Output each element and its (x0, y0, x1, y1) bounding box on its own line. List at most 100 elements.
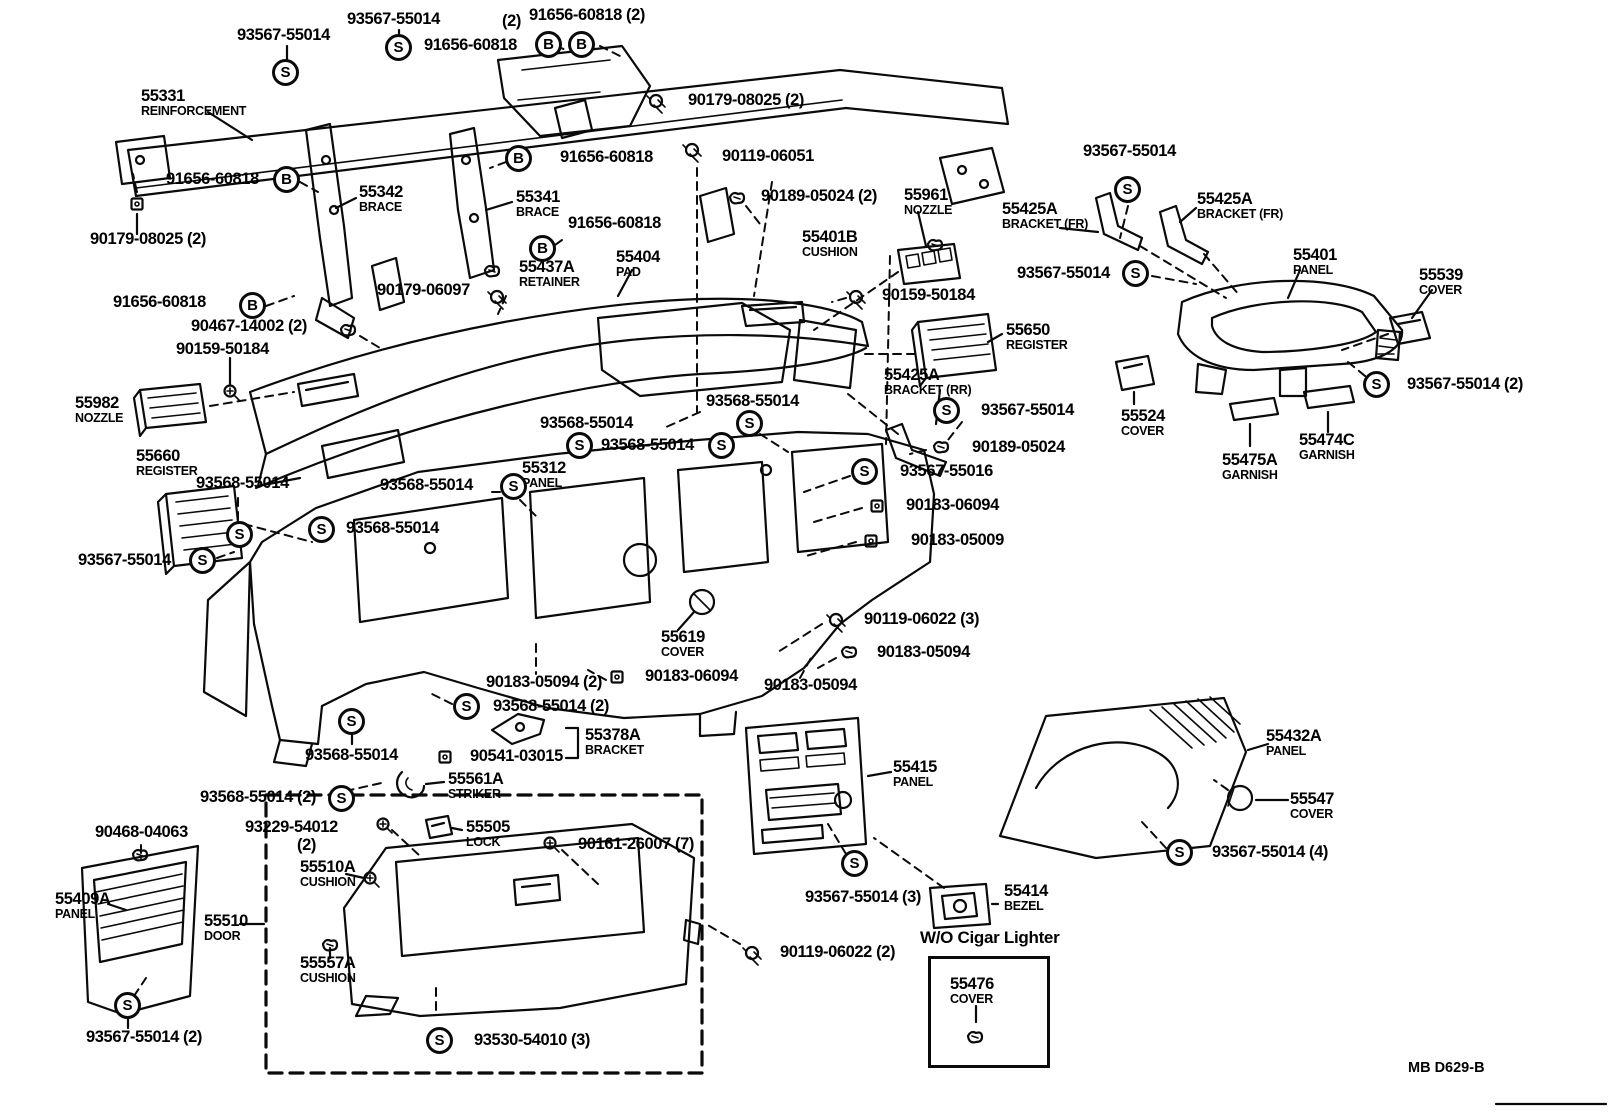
part-number: 90183-06094 (645, 667, 738, 685)
part-name: COVER (661, 644, 704, 659)
part-number-label: 93567-55014 (1083, 143, 1176, 160)
part-number: 90183-06094 (906, 496, 999, 514)
part-number-label: 93567-55014 (3) (805, 889, 921, 906)
part-name: CUSHION (300, 970, 356, 985)
part-number: 55341 (516, 188, 560, 206)
part-number-label: 90119-06022 (2) (780, 944, 896, 961)
callout-circle-S: S (272, 59, 299, 86)
part-number-label: 93568-55014 (346, 520, 439, 537)
part-number: 55539 (1419, 266, 1463, 284)
part-number: 90119-06022 (3) (864, 610, 980, 628)
part-number: 55961 (904, 186, 948, 204)
part-number-label: 93567-55014 (347, 11, 440, 28)
part-number: 91656-60818 (568, 214, 661, 232)
heater-panel-art (744, 716, 992, 930)
part-number: 55404 (616, 248, 660, 266)
part-number: 93567-55014 (237, 26, 330, 44)
part-number-label: 90159-50184 (176, 341, 269, 358)
callout-circle-S: S (933, 397, 960, 424)
part-number: 55474C (1299, 431, 1355, 449)
part-number-label: 93567-55014 (2) (1407, 376, 1523, 393)
part-number-label: 93568-55014 (706, 393, 799, 410)
part-number: 93567-55014 (78, 551, 171, 569)
part-number: 55432A (1266, 727, 1322, 745)
part-name: CUSHION (300, 874, 356, 889)
part-number: 93567-55014 (347, 10, 440, 28)
part-name: PAD (616, 264, 641, 279)
part-name: REGISTER (1006, 337, 1068, 352)
callout-circle-B: B (505, 145, 532, 172)
part-number: 91656-60818 (560, 148, 653, 166)
callout-circle-S: S (851, 458, 878, 485)
part-number-label: 91656-60818 (560, 149, 653, 166)
part-number: 90183-05094 (2) (486, 673, 603, 691)
part-number-label: 90183-06094 (906, 497, 999, 514)
part-name: CUSHION (802, 244, 858, 259)
part-number-label: (2) (502, 13, 521, 30)
part-number-label: 90119-06051 (722, 148, 814, 165)
part-name: LOCK (466, 834, 501, 849)
part-number: (2) (502, 12, 521, 30)
part-number: 93568-55014 (196, 474, 289, 492)
callout-circle-B: B (535, 31, 562, 58)
part-number: 91656-60818 (2) (529, 6, 646, 24)
part-number: 93567-55014 (4) (1212, 843, 1329, 861)
part-name: PANEL (55, 906, 95, 921)
part-number: 93568-55014 (346, 519, 439, 537)
part-number: 55425A (884, 366, 940, 384)
part-name: BRACE (359, 199, 402, 214)
part-number-label: 91656-60818 (568, 215, 661, 232)
part-number: 55437A (519, 258, 575, 276)
part-number: 91656-60818 (424, 36, 517, 54)
part-number-label: 93568-55014 (2) (200, 789, 316, 806)
part-number: 55510A (300, 858, 356, 876)
callout-circle-S: S (1114, 176, 1141, 203)
part-number-label: 90179-06097 (377, 282, 470, 299)
part-name: REGISTER (136, 463, 198, 478)
callout-circle-S: S (1122, 260, 1149, 287)
part-number: 55475A (1222, 451, 1278, 469)
part-name: STRIKER (448, 786, 501, 801)
part-name: COVER (1121, 423, 1164, 438)
part-name: BRACE (516, 204, 559, 219)
part-number: 55982 (75, 394, 119, 412)
callout-circle-B: B (568, 31, 595, 58)
part-number-label: 90183-05009 (911, 532, 1004, 549)
part-number: 90159-50184 (176, 340, 269, 358)
dashed-leaders (132, 45, 1389, 1015)
glove-box-art (80, 712, 704, 1075)
reinforcement-beam-art (114, 44, 1010, 340)
part-number: 55650 (1006, 321, 1050, 339)
part-name: COVER (1419, 282, 1462, 297)
callout-circle-S: S (566, 432, 593, 459)
part-number: 93567-55014 (2) (1407, 375, 1524, 393)
part-number: 90183-05009 (911, 531, 1004, 549)
part-number: 55312 (522, 459, 566, 477)
part-name: COVER (1290, 806, 1333, 821)
callout-circle-S: S (500, 473, 527, 500)
part-number: 93568-55014 (601, 436, 694, 454)
part-number-label: 93568-55014 (540, 415, 633, 432)
callout-circle-S: S (189, 547, 216, 574)
part-number: 90161-26007 (7) (578, 835, 695, 853)
part-number: 93568-55014 (380, 476, 473, 494)
part-number: 90467-14002 (2) (191, 317, 308, 335)
dash-pad-art (248, 297, 870, 490)
part-number: 93568-55014 (2) (493, 697, 610, 715)
